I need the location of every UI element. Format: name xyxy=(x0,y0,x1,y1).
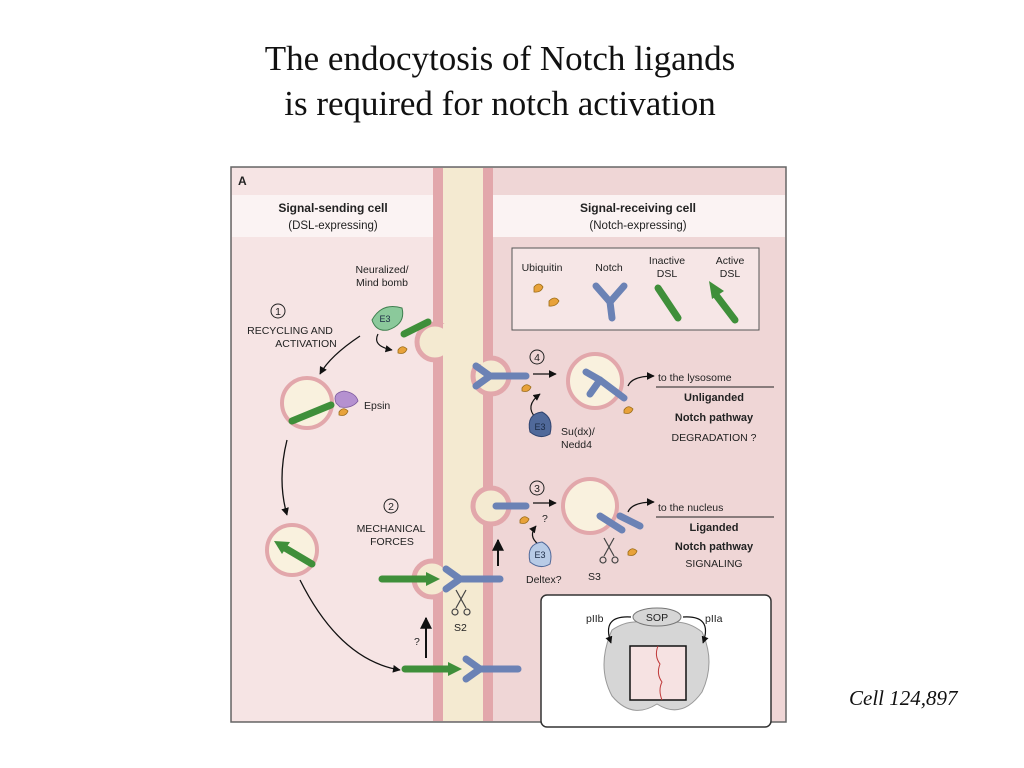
step3-question-mark: ? xyxy=(542,513,548,525)
e3-sudx-label: E3 xyxy=(534,422,545,432)
step-2-number: 2 xyxy=(388,501,394,513)
notch-in-vesicle-4-stem xyxy=(596,376,628,402)
citation: Cell 124,897 xyxy=(849,686,958,710)
step-2-label-1: MECHANICAL xyxy=(357,523,426,535)
legend-active-dsl-label-2: DSL xyxy=(720,268,741,280)
liganded-label-2: Notch pathway xyxy=(675,541,754,553)
s3-label: S3 xyxy=(588,571,601,583)
recycling-arrow-1 xyxy=(281,439,289,516)
e3-neuralized-label: E3 xyxy=(379,314,390,324)
deltex-label: Deltex? xyxy=(526,574,562,586)
ubiquitin-epsin xyxy=(338,408,349,416)
sop-interface-line xyxy=(655,645,663,701)
ubiquitin-on-dsl xyxy=(397,346,408,354)
step-1-marker xyxy=(270,303,286,319)
panel-label: A xyxy=(238,174,247,188)
e3-deltex-label: E3 xyxy=(534,550,545,560)
to-lysosome-label: to the lysosome xyxy=(658,372,732,384)
ubiquitination-arrow xyxy=(376,333,393,353)
piib-arrow xyxy=(605,616,632,644)
ubiquitin-step3 xyxy=(519,516,530,524)
lysosome-arrow xyxy=(627,372,655,387)
gap-fill-1 xyxy=(443,324,483,364)
step-1-label-1: RECYCLING AND xyxy=(247,325,333,337)
s2-scissors-icon xyxy=(451,589,471,616)
nucleus-arrow xyxy=(627,498,655,513)
legend-notch-label: Notch xyxy=(595,262,623,274)
step-3-marker xyxy=(529,480,545,496)
step-4-number: 4 xyxy=(534,352,540,364)
endocytosis-arrow xyxy=(319,335,361,375)
extracellular-space xyxy=(443,168,483,721)
s2-label: S2 xyxy=(454,622,467,634)
step-2-marker xyxy=(383,498,399,514)
sop-cell xyxy=(632,607,682,627)
notch-in-vesicle-3 xyxy=(596,512,626,534)
to-nucleus-label: to the nucleus xyxy=(658,502,723,514)
sop-label: SOP xyxy=(646,612,668,624)
step-1-number: 1 xyxy=(275,306,281,318)
ubiquitin-step4 xyxy=(521,384,532,392)
active-dsl-in-vesicle xyxy=(281,544,316,568)
epsin-icon xyxy=(334,390,359,408)
receiving-membrane xyxy=(483,168,493,721)
dsl-in-vesicle xyxy=(288,401,335,425)
notch-receptor-icon xyxy=(592,282,628,322)
neuralized-label-2: Mind bomb xyxy=(356,277,408,289)
receiving-cell-subtitle: (Notch-expressing) xyxy=(589,220,686,232)
legend-inactive-dsl-label-2: DSL xyxy=(657,268,678,280)
ubiquitin-icon xyxy=(533,283,560,307)
sending-cell-subtitle: (DSL-expressing) xyxy=(288,220,378,232)
step-2-label-2: FORCES xyxy=(370,536,414,548)
e3-neuralized-icon xyxy=(371,306,404,331)
receiving-cell-header xyxy=(491,195,785,237)
signal-sending-cell xyxy=(232,168,435,721)
receiving-cell-title: Signal-receiving cell xyxy=(580,201,696,215)
slide-title-line-1: The endocytosis of Notch ligands xyxy=(264,39,736,78)
piib-label: pIIb xyxy=(586,613,604,625)
inactive-dsl-at-membrane xyxy=(400,318,432,338)
piia-label: pIIa xyxy=(705,613,723,625)
legend-active-dsl-label-1: Active xyxy=(716,255,745,267)
sudx-label-1: Su(dx)/ xyxy=(561,426,595,438)
unliganded-label-2: Notch pathway xyxy=(675,412,754,424)
step-3-number: 3 xyxy=(534,483,540,495)
active-dsl-arrowhead xyxy=(274,541,290,554)
sending-cell-title: Signal-sending cell xyxy=(278,201,387,215)
deltex-arrow xyxy=(529,525,539,545)
active-dsl-icon xyxy=(709,281,739,324)
s3-scissors-icon xyxy=(599,537,619,564)
active-dsl-bound-1-head xyxy=(426,572,440,586)
active-dsl-bound-2-head xyxy=(448,662,462,676)
nicd-fragment xyxy=(616,512,644,530)
neuralized-label-1: Neuralized/ xyxy=(355,264,408,276)
force-question-mark: ? xyxy=(414,636,420,648)
slide-title-line-2: is required for notch activation xyxy=(284,84,716,123)
sudx-label-2: Nedd4 xyxy=(561,439,592,451)
ubiquitin-in-vesicle-3 xyxy=(627,548,638,556)
legend-inactive-dsl-label-1: Inactive xyxy=(649,255,685,267)
piia-arrow xyxy=(682,616,709,644)
inactive-dsl-icon xyxy=(654,284,682,322)
step-4-marker xyxy=(529,349,545,365)
ubiquitin-in-vesicle-4 xyxy=(623,406,634,414)
unliganded-label-1: Unliganded xyxy=(684,392,744,404)
legend-ubiquitin-label: Ubiquitin xyxy=(522,262,563,274)
epsin-label: Epsin xyxy=(364,400,390,412)
sending-membrane xyxy=(433,168,443,721)
liganded-label-1: Liganded xyxy=(690,522,739,534)
recycling-arrow-2 xyxy=(299,579,401,673)
signaling-label: SIGNALING xyxy=(685,558,742,570)
e3-deltex-icon xyxy=(528,541,552,568)
e3-sudx-icon xyxy=(528,411,552,438)
step-1-label-2: ACTIVATION xyxy=(275,338,336,350)
degradation-label: DEGRADATION ? xyxy=(672,432,757,444)
sending-cell-header xyxy=(232,195,435,237)
